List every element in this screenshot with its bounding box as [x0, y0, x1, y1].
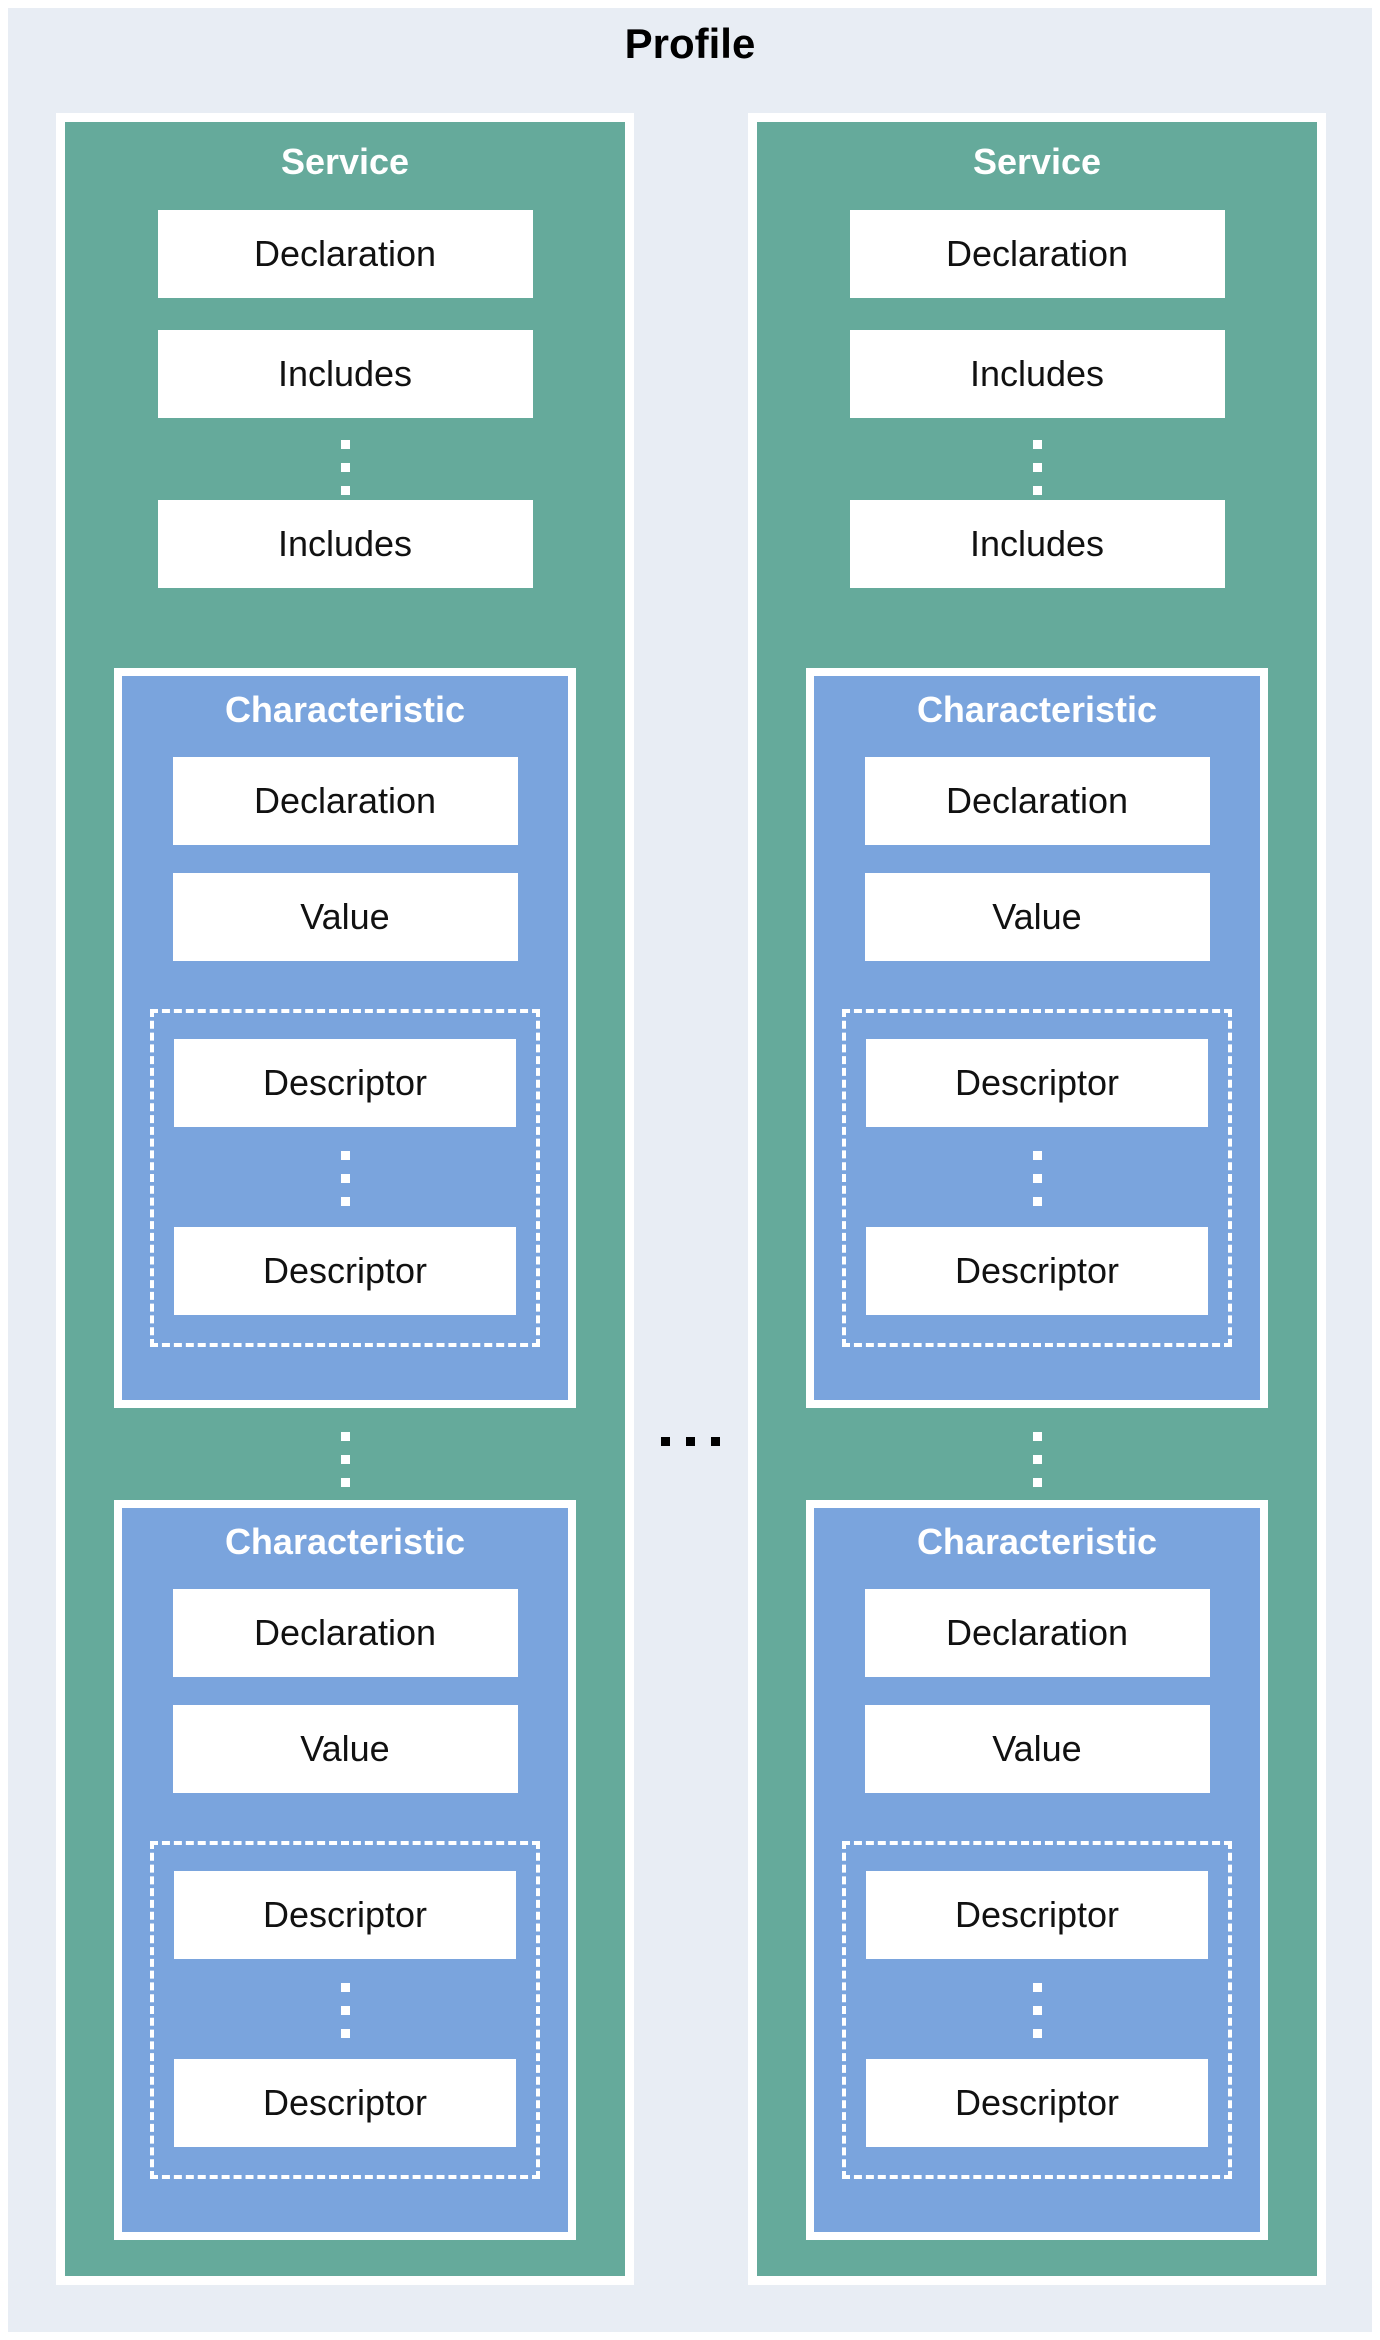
descriptor-group: Descriptor Descriptor — [842, 1009, 1232, 1347]
includes-box: Includes — [849, 330, 1225, 418]
vertical-ellipsis — [1032, 440, 1042, 495]
ellipsis-dot — [1032, 463, 1042, 472]
declaration-box: Declaration — [172, 757, 518, 845]
descriptor-box: Descriptor — [174, 1227, 516, 1315]
ellipsis-dot — [685, 1437, 695, 1446]
ellipsis-dot — [1032, 1432, 1042, 1441]
characteristic-panel: Characteristic Declaration Value Descrip… — [806, 1500, 1268, 2240]
descriptor-box: Descriptor — [866, 2059, 1208, 2147]
value-box: Value — [864, 1705, 1210, 1793]
characteristic-panel: Characteristic Declaration Value Descrip… — [806, 668, 1268, 1408]
vertical-ellipsis — [1032, 1151, 1042, 1206]
vertical-ellipsis — [1032, 1432, 1042, 1487]
declaration-box: Declaration — [864, 757, 1210, 845]
characteristic-panel: Characteristic Declaration Value Descrip… — [114, 1500, 576, 2240]
declaration-box: Declaration — [157, 210, 533, 298]
includes-box: Includes — [157, 500, 533, 588]
ellipsis-dot — [340, 440, 350, 449]
ellipsis-dot — [340, 2006, 350, 2015]
ellipsis-dot — [1032, 1478, 1042, 1487]
descriptor-box: Descriptor — [174, 1039, 516, 1127]
service-title: Service — [972, 141, 1102, 182]
ellipsis-dot — [660, 1437, 670, 1446]
ellipsis-dot — [340, 486, 350, 495]
declaration-box: Declaration — [172, 1589, 518, 1677]
characteristic-title: Characteristic — [916, 689, 1158, 730]
declaration-box: Declaration — [849, 210, 1225, 298]
ellipsis-dot — [1032, 1151, 1042, 1160]
descriptor-box: Descriptor — [174, 1871, 516, 1959]
ellipsis-dot — [1032, 1197, 1042, 1206]
descriptor-box: Descriptor — [866, 1871, 1208, 1959]
service-title: Service — [280, 141, 410, 182]
vertical-ellipsis — [340, 1983, 350, 2038]
descriptor-box: Descriptor — [866, 1227, 1208, 1315]
ellipsis-dot — [340, 1174, 350, 1183]
ellipsis-dot — [340, 1983, 350, 1992]
descriptor-group: Descriptor Descriptor — [842, 1841, 1232, 2179]
vertical-ellipsis — [340, 1432, 350, 1487]
value-box: Value — [172, 873, 518, 961]
ellipsis-dot — [340, 463, 350, 472]
ellipsis-dot — [1032, 2029, 1042, 2038]
ellipsis-dot — [1032, 2006, 1042, 2015]
descriptor-group: Descriptor Descriptor — [150, 1841, 540, 2179]
services-ellipsis — [0, 1437, 1380, 1446]
value-box: Value — [864, 873, 1210, 961]
declaration-box: Declaration — [864, 1589, 1210, 1677]
vertical-ellipsis — [1032, 1983, 1042, 2038]
ellipsis-dot — [710, 1437, 720, 1446]
includes-box: Includes — [157, 330, 533, 418]
characteristic-title: Characteristic — [224, 1521, 466, 1562]
descriptor-group: Descriptor Descriptor — [150, 1009, 540, 1347]
ellipsis-dot — [340, 1197, 350, 1206]
vertical-ellipsis — [340, 440, 350, 495]
page-title: Profile — [624, 20, 756, 67]
ellipsis-dot — [1032, 1174, 1042, 1183]
ellipsis-dot — [340, 1455, 350, 1464]
ellipsis-dot — [1032, 440, 1042, 449]
characteristic-panel: Characteristic Declaration Value Descrip… — [114, 668, 576, 1408]
characteristic-title: Characteristic — [224, 689, 466, 730]
service-panel: Service Declaration Includes Includes Ch… — [56, 113, 634, 2285]
descriptor-box: Descriptor — [174, 2059, 516, 2147]
value-box: Value — [172, 1705, 518, 1793]
ellipsis-dot — [340, 1151, 350, 1160]
ellipsis-dot — [1032, 1455, 1042, 1464]
characteristic-title: Characteristic — [916, 1521, 1158, 1562]
service-panel: Service Declaration Includes Includes Ch… — [748, 113, 1326, 2285]
ellipsis-dot — [340, 2029, 350, 2038]
includes-box: Includes — [849, 500, 1225, 588]
ellipsis-dot — [340, 1432, 350, 1441]
descriptor-box: Descriptor — [866, 1039, 1208, 1127]
vertical-ellipsis — [340, 1151, 350, 1206]
ellipsis-dot — [1032, 1983, 1042, 1992]
ellipsis-dot — [340, 1478, 350, 1487]
ellipsis-dot — [1032, 486, 1042, 495]
